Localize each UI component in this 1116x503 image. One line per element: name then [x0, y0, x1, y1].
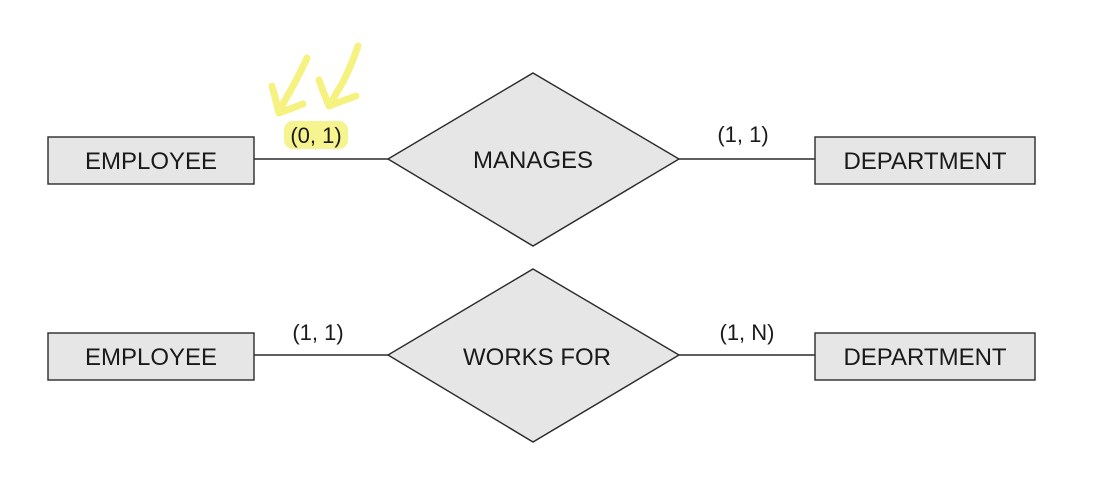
highlight-swatch [284, 121, 348, 149]
entity-department-label: DEPARTMENT [843, 148, 1006, 175]
cardinality-right: (1, 1) [717, 122, 768, 147]
entity-employee-label: EMPLOYEE [85, 148, 217, 175]
entity-employee-label: EMPLOYEE [85, 344, 217, 371]
cardinality-left: (0, 1) [290, 123, 341, 148]
relationship-works-for-label: WORKS FOR [463, 344, 611, 371]
entity-department-label: DEPARTMENT [843, 344, 1006, 371]
relationship-row-manages: EMPLOYEE MANAGES DEPARTMENT (0, 1) (1, 1… [47, 72, 1036, 247]
highlight-arrow-1 [268, 54, 311, 117]
relationship-manages-diamond [386, 72, 681, 247]
highlight-arrow-2 [315, 42, 362, 110]
entity-department [814, 332, 1036, 381]
entity-department [814, 136, 1036, 185]
cardinality-left: (1, 1) [292, 320, 343, 345]
cardinality-right: (1, N) [720, 320, 775, 345]
entity-employee [47, 136, 255, 185]
highlighter-annotation [268, 42, 362, 149]
relationship-works-for-diamond [386, 268, 681, 443]
relationship-manages-label: MANAGES [473, 147, 593, 174]
entity-employee [47, 332, 255, 381]
relationship-row-works-for: EMPLOYEE WORKS FOR DEPARTMENT (1, 1) (1,… [47, 268, 1036, 443]
